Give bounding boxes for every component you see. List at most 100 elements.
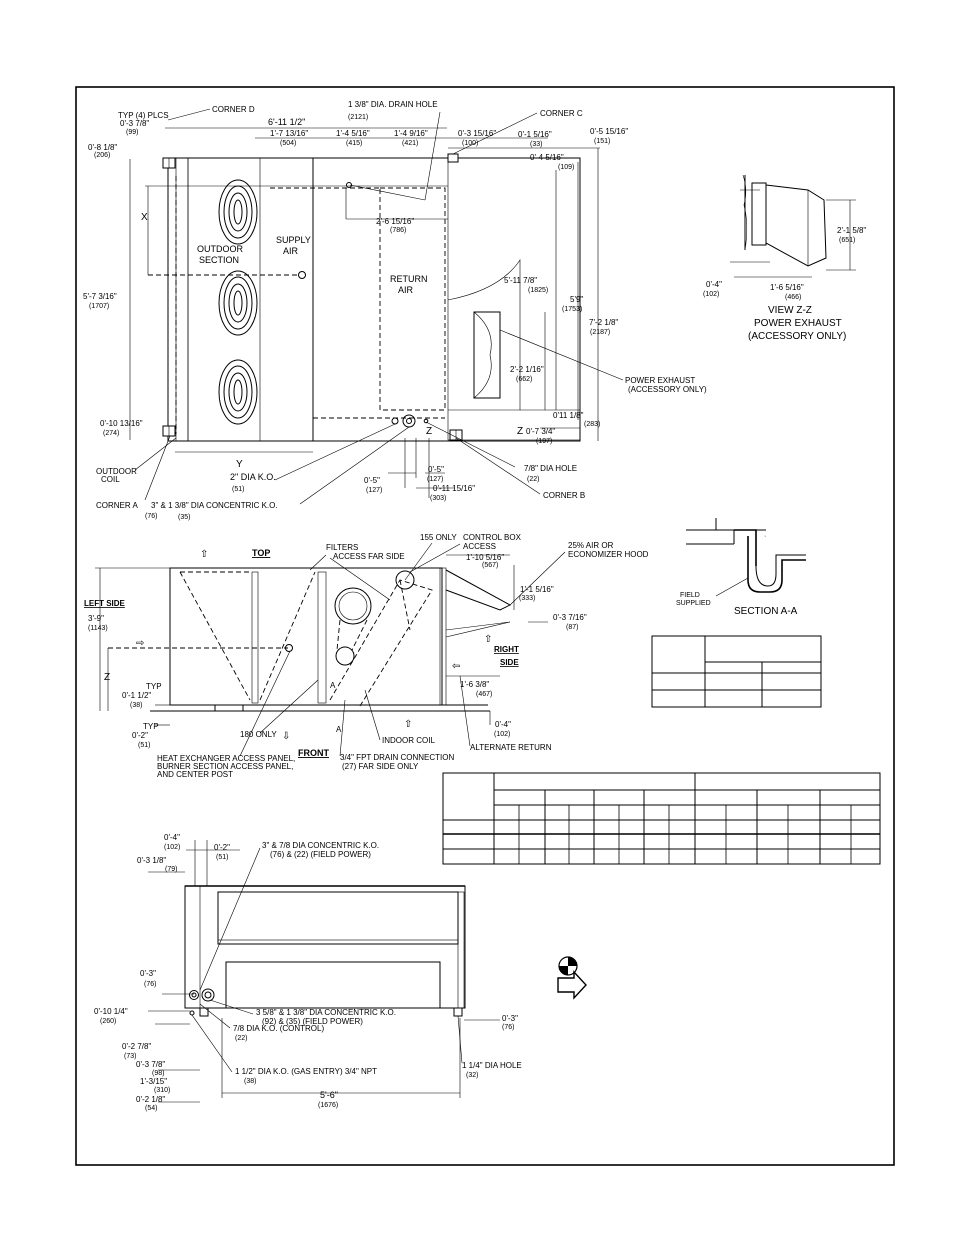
dim-metric: (22) [527,476,539,483]
dim-metric: (22) [235,1035,247,1042]
dim-metric: (310) [154,1087,170,1094]
airflow-arrow-icon [557,970,587,1000]
dim-metric: (127) [427,476,443,483]
dim-label: 0'-3 7/16" [553,613,587,622]
dim-label: 1'-10 5/16" [466,553,504,562]
dim-metric: (99) [126,129,138,136]
center-of-gravity-icon [558,956,578,976]
concentric-358-label: 3 5/8" & 1 3/8" DIA CONCENTRIC K.O. [256,1008,396,1017]
dim-metric: (102) [703,291,719,298]
dim-label: 1'-6 5/16" [770,283,804,292]
dim-metric: (35) [178,514,190,521]
dim-label: 0'-3 15/16" [458,129,496,138]
dim-metric: (651) [839,237,855,244]
concentric-ko-label: 3" & 1 3/8" DIA CONCENTRIC K.O. [151,501,278,510]
top-direction-label: TOP [252,548,270,558]
dim-metric: (102) [494,731,510,738]
filters-label: FILTERS [326,543,358,552]
dim-metric: (100) [462,140,478,147]
outdoor-coil-3 [218,359,258,425]
view-zz-note: (ACCESSORY ONLY) [748,331,846,342]
section-aa-title: SECTION A-A [734,606,798,617]
dim-metric: (466) [785,294,801,301]
dim-metric: (567) [482,562,498,569]
svg-text:⇧: ⇧ [200,549,208,560]
svg-text:⇧: ⇧ [484,634,492,645]
power-exhaust-label: (ACCESSORY ONLY) [628,385,707,394]
dim-metric: (662) [516,376,532,383]
dim-label: 5'-6" [320,1090,338,1100]
dim-label: 0'-4" [164,833,180,842]
end-view: 0'-4" (102) 0'-2" (51) 0'-3 1/8" (79) 3"… [94,833,522,1112]
x-dimension-label: X [141,212,148,223]
dim-metric: (260) [100,1018,116,1025]
outdoor-coil-2 [218,270,258,336]
z-dimension-label: Z [104,672,110,683]
corner-b-label: CORNER B [543,491,585,500]
svg-text:⇨: ⇨ [136,638,144,649]
front-direction-label: FRONT [298,748,329,758]
hood-label: ECONOMIZER HOOD [568,550,649,559]
hole-1-1-4-label: 1 1/4" DIA HOLE [462,1061,522,1070]
dim-metric: (333) [519,595,535,602]
dim-label: 0'-1 5/16" [518,130,552,139]
typ-label: TYP [146,682,162,691]
dim-label: 0'-11 15/16" [433,484,475,493]
dim-metric: (51) [138,742,150,749]
dim-label: 0'-5" [428,465,444,474]
z-section-label: Z [517,426,523,437]
heat-exchanger-label: HEAT EXCHANGER ACCESS PANEL, [157,754,295,763]
dim-metric: (38) [130,702,142,709]
dim-label: 0'-2 1/8" [136,1095,165,1104]
control-box-label: CONTROL BOX [463,533,522,542]
dim-metric: (415) [346,140,362,147]
dim-label: 1'-4 5/16" [336,129,370,138]
concentric-field-label: (76) & (22) (FIELD POWER) [270,850,371,859]
weights-table [442,772,881,865]
only-180-label: 180 ONLY [240,730,277,739]
outdoor-section-label: OUTDOOR [197,244,243,254]
dim-metric: (98) [152,1070,164,1077]
dim-label: 0'-3 1/8" [137,856,166,865]
concentric-field-label: 3" & 7/8 DIA CONCENTRIC K.O. [262,841,379,850]
corner-d-label: CORNER D [212,105,255,114]
dim-metric: (1753) [562,306,582,313]
top-view: TYP (4) PLCS 0'-3 7/8" (99) CORNER D 1 3… [83,100,707,521]
dim-label: 7'-2 1/8" [589,318,618,327]
dim-metric: (79) [165,866,177,873]
dim-label: 0'-3" [502,1014,518,1023]
svg-text:⇧: ⇧ [404,719,412,730]
dim-metric: (102) [164,844,180,851]
section-a-marker: A [336,725,342,734]
dim-label: 0'-2 7/8" [122,1042,151,1051]
concentric-358-label: (92) & (35) (FIELD POWER) [262,1017,363,1026]
dim-label: 0'-3 7/8" [136,1060,165,1069]
left-side-label: LEFT SIDE [84,599,126,608]
dim-label: 5'-7 3/16" [83,292,117,301]
dim-metric: (2121) [348,114,368,121]
right-side-label: SIDE [500,658,519,667]
dim-metric: (786) [390,227,406,234]
dim-metric: (76) [144,981,156,988]
dim-label: 0'-4 5/16" [530,153,564,162]
dim-label: 0'-5 15/16" [590,127,628,136]
dim-metric: (109) [558,164,574,171]
dim-label: 0'11 1/8" [553,411,584,420]
dim-metric: (127) [366,487,382,494]
dim-metric: (51) [216,854,228,861]
svg-text:·: · [764,533,766,540]
dim-label: 2'-1 5/8" [837,226,866,235]
dim-metric: (51) [232,486,244,493]
only-155-label: 155 ONLY [420,533,457,542]
dim-metric: (151) [594,138,610,145]
field-supplied-label: FIELD [680,592,700,599]
dim-metric: (421) [402,140,418,147]
dim-metric: (1676) [318,1102,338,1109]
dim-label: 3'-9" [88,614,104,623]
dim-metric: (467) [476,691,492,698]
dim-label: 1'-6 3/8" [460,680,489,689]
dim-metric: (1143) [88,625,108,632]
corner-c-label: CORNER C [540,109,583,118]
svg-text:⇩: ⇩ [282,731,290,742]
